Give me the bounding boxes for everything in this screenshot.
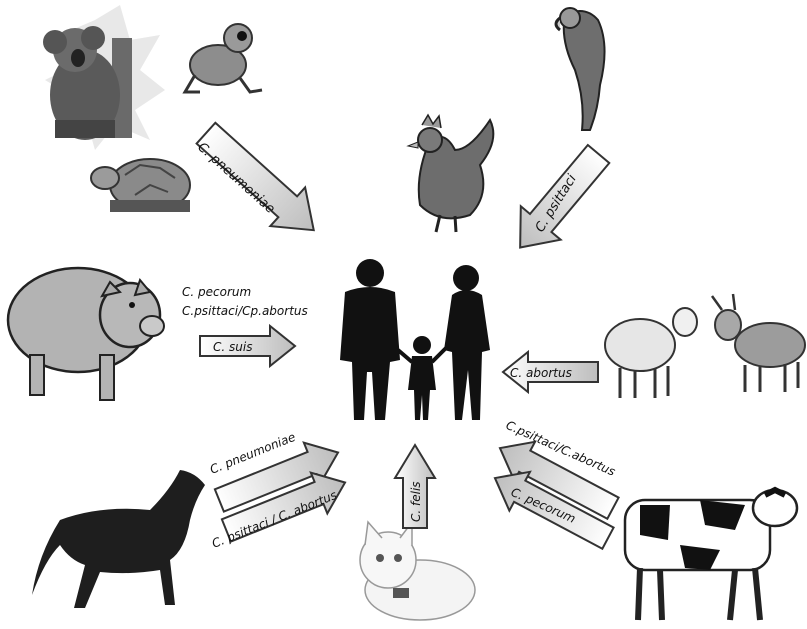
tortoise-icon <box>91 159 190 212</box>
koala-icon <box>43 5 165 150</box>
cow-icon <box>625 490 797 620</box>
sheep-icon <box>605 308 697 398</box>
cat-icon <box>360 522 475 620</box>
arrow-top-left <box>189 114 332 250</box>
label-left-line1: C. pecorum <box>182 285 251 299</box>
horse-icon <box>32 470 205 608</box>
human-family-icon <box>340 259 490 420</box>
label-left-line2: C.psittaci/Cp.abortus <box>182 304 308 318</box>
frog-icon <box>185 24 262 92</box>
rooster-icon <box>408 115 493 232</box>
label-right-arrow: C. abortus <box>510 366 572 380</box>
label-bottom-center: C. felis <box>409 481 423 522</box>
pig-icon <box>8 268 164 400</box>
goat-icon <box>712 294 805 392</box>
label-left-arrow: C. suis <box>213 340 252 354</box>
parrot-icon <box>556 8 605 130</box>
